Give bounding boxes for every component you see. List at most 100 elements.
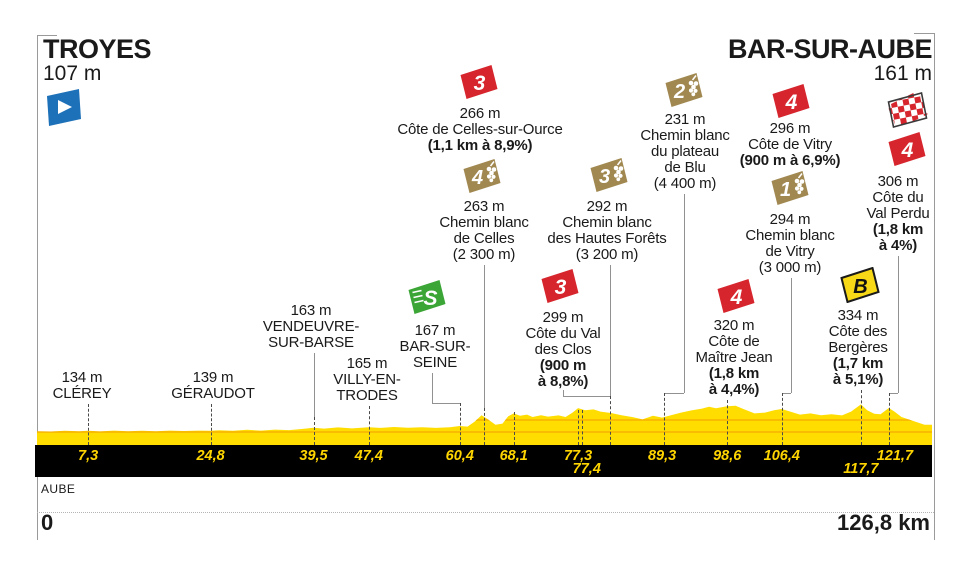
marker-badge-cote-du-val-perdu: 4 <box>885 131 930 167</box>
leader-line <box>861 390 862 445</box>
marker-name-line: Côte des <box>828 323 888 340</box>
marker-name-line: Maître Jean <box>695 349 773 366</box>
svg-text:4: 4 <box>901 139 914 162</box>
leader-line <box>88 404 89 445</box>
svg-text:3: 3 <box>599 166 610 188</box>
marker-elevation: 266 m <box>459 105 501 122</box>
leader-line <box>782 393 791 394</box>
origin-km-label: 0 <box>41 510 54 535</box>
km-tick-label: 68,1 <box>499 448 528 464</box>
start-town-name: TROYES <box>43 34 152 64</box>
leader-line <box>582 410 583 445</box>
grapes-icon <box>794 173 805 195</box>
km-tick-label: 98,6 <box>713 448 742 464</box>
category-climb-badge: 4 <box>888 132 926 166</box>
svg-text:4: 4 <box>785 91 798 114</box>
marker-badge-chemin-blanc-du-plateau-de-blu: 2 <box>662 72 707 108</box>
marker-detail-line: (900 m <box>539 357 587 374</box>
km-tick-label: 7,3 <box>78 448 99 464</box>
marker-name-line: GÉRAUDOT <box>171 385 255 402</box>
marker-name-line: des Hautes Forêts <box>547 230 667 247</box>
marker-detail-line: (1,1 km à 8,9%) <box>427 137 533 154</box>
marker-name-line: des Clos <box>534 341 592 358</box>
km-tick-label: 106,4 <box>763 448 800 464</box>
leader-line <box>484 408 485 445</box>
finish-town-name: BAR-SUR-AUBE <box>728 34 933 64</box>
marker-badge-cote-de-celles-sur-ource: 3 <box>457 64 502 100</box>
grapes-icon <box>486 161 497 183</box>
grapes-icon <box>688 75 699 97</box>
left-bracket-line <box>37 35 38 540</box>
marker-detail-line: à 4,4%) <box>708 381 760 398</box>
right-bracket-tick <box>914 33 934 34</box>
marker-name-line: de Blu <box>664 159 706 176</box>
leader-line <box>484 265 485 408</box>
marker-badge-cote-de-vitry: 4 <box>769 83 814 119</box>
marker-name-line: Chemin blanc <box>562 214 652 231</box>
marker-elevation: 294 m <box>769 211 811 228</box>
svg-text:B: B <box>853 276 867 298</box>
leader-line <box>460 403 461 445</box>
marker-name-line: Côte de <box>708 333 760 350</box>
footer-dotted-separator <box>37 512 934 513</box>
gravel-sector-badge: 4 <box>463 159 501 193</box>
gravel-sector-badge: 1 <box>771 171 809 205</box>
km-tick-label: 60,4 <box>445 448 474 464</box>
marker-badge-cote-de-maitre-jean: 4 <box>714 278 759 314</box>
marker-elevation: 165 m <box>346 355 388 372</box>
right-bracket-line <box>934 33 935 540</box>
marker-name-line: du plateau <box>650 143 720 160</box>
leader-line <box>664 393 665 445</box>
marker-detail-line: (1,8 km <box>708 365 760 382</box>
marker-detail-line: à 4%) <box>878 237 918 254</box>
marker-elevation: 134 m <box>61 369 103 386</box>
leader-line <box>684 194 685 393</box>
svg-text:4: 4 <box>730 286 743 309</box>
km-tick-label: 39,5 <box>299 448 328 464</box>
start-town-elevation: 107 m <box>43 62 102 85</box>
marker-elevation: 231 m <box>664 111 706 128</box>
leader-line <box>432 373 433 403</box>
marker-name-line: VENDEUVRE- <box>262 318 360 335</box>
category-climb-badge: 4 <box>772 84 810 118</box>
leader-line <box>314 417 315 445</box>
svg-text:S: S <box>423 287 437 310</box>
km-tick-label: 117,7 <box>843 461 879 477</box>
marker-name-line: (2 300 m) <box>452 246 516 263</box>
marker-name-line: BAR-SUR- <box>399 338 471 355</box>
marker-elevation: 163 m <box>290 302 332 319</box>
marker-elevation: 299 m <box>542 309 584 326</box>
grapes-icon <box>613 160 624 182</box>
marker-elevation: 292 m <box>586 198 628 215</box>
marker-badge-chemin-blanc-des-hautes-forets: 3 <box>587 157 632 193</box>
svg-text:3: 3 <box>474 72 486 95</box>
marker-detail-line: (1,7 km <box>832 355 884 372</box>
gravel-sector-badge: 3 <box>590 158 628 192</box>
leader-line <box>211 404 212 445</box>
leader-line <box>610 265 611 396</box>
marker-name-line: de Celles <box>453 230 515 247</box>
km-tick-label: 24,8 <box>196 448 225 464</box>
km-tick-label: 77,4 <box>572 461 601 477</box>
marker-detail-line: à 5,1%) <box>832 371 884 388</box>
finish-flag-icon <box>885 92 930 128</box>
marker-badge-depart-flag <box>42 86 86 128</box>
km-tick-label: 89,3 <box>647 448 677 464</box>
leader-line <box>664 393 684 394</box>
svg-text:4: 4 <box>471 167 483 189</box>
km-tick-label: 47,4 <box>354 448 383 464</box>
speed-lines-icon <box>412 289 424 304</box>
marker-name-line: (3 000 m) <box>758 259 822 276</box>
